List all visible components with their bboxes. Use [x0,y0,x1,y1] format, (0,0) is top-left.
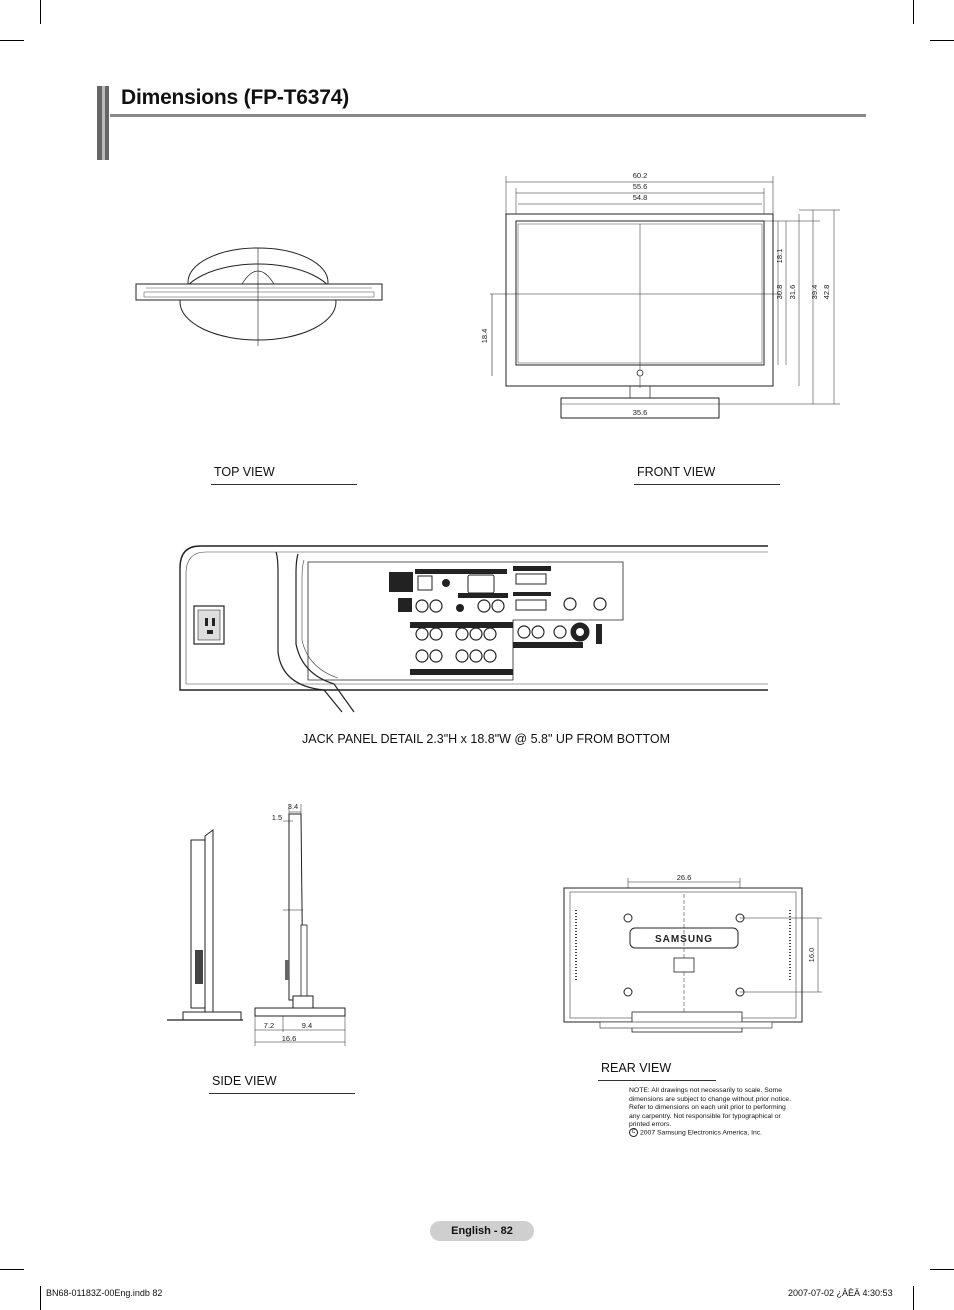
front-view-label: FRONT VIEW [637,465,716,479]
side-view-rule [209,1093,355,1094]
rear-view-drawing: 26.6 SAMSUNG 16.0 [563,873,822,1033]
dim-height-c: 39.4 [810,285,819,300]
page-title: Dimensions (FP-T6374) [121,86,350,109]
crop-mark [913,1286,914,1310]
jack-panel-caption: JACK PANEL DETAIL 2.3"H x 18.8"W @ 5.8" … [302,732,670,746]
dim-depth-top: 3.4 [288,802,298,811]
dim-overall-width: 60.2 [633,171,648,180]
side-view-drawing: 3.4 1.5 7.2 9.4 16.6 [167,802,346,1046]
title-accent-stripe [102,86,105,160]
dim-height-b: 31.6 [788,285,797,300]
note-line: any carpentry. Not responsible for typog… [629,1112,781,1120]
dim-screen-width: 54.8 [633,193,648,202]
dim-mount-width: 26.6 [677,873,692,882]
footer-file-name: BN68-01183Z-00Eng.indb 82 [46,1288,163,1298]
copyright-text: 2007 Samsung Electronics America, Inc. [640,1129,763,1137]
dim-stand-front: 7.2 [264,1021,274,1030]
dim-bezel-width: 55.6 [633,182,648,191]
front-view-drawing: 60.2 55.6 54.8 35.6 18.4 18.1 30.8 31.6 … [480,171,840,419]
dim-screen-height-inner: 18.1 [775,249,784,264]
crop-mark [0,1269,24,1270]
jack-panel-drawing [179,545,768,713]
dim-overall-height: 42.8 [822,285,831,300]
dim-stand-back: 9.4 [302,1021,312,1030]
page-number-badge: English - 82 [430,1221,534,1241]
note-line: dimensions are subject to change without… [629,1095,792,1103]
crop-mark [930,40,954,41]
footer-timestamp: 2007-07-02 ¿ÀÈÄ 4:30:53 [788,1288,893,1298]
note-line: NOTE: All drawings not necessarily to sc… [629,1087,782,1094]
crop-mark [40,0,41,24]
dim-stand-depth: 16.6 [282,1034,297,1043]
disclaimer-note: NOTE: All drawings not necessarily to sc… [629,1087,809,1130]
note-line: Refer to dimensions on each unit prior t… [629,1104,786,1112]
dim-stand-width: 35.6 [633,408,648,417]
crop-mark [0,40,24,41]
crop-mark [913,0,914,24]
title-rule [110,114,866,117]
top-view-rule [211,484,357,485]
crop-mark [930,1269,954,1270]
note-line: printed errors. [629,1121,672,1129]
crop-mark [40,1286,41,1310]
dim-center-height: 18.4 [480,329,489,344]
dim-height-a: 30.8 [775,285,784,300]
top-view-label: TOP VIEW [214,465,275,479]
dim-depth-panel: 1.5 [272,813,282,822]
samsung-logo: SAMSUNG [655,934,713,945]
rear-view-rule [598,1080,716,1081]
front-view-rule [634,484,780,485]
dim-mount-height: 16.0 [807,948,816,963]
side-view-label: SIDE VIEW [212,1074,277,1088]
copyright-icon: C [629,1128,638,1137]
rear-view-label: REAR VIEW [601,1061,672,1075]
top-view-drawing [135,247,383,346]
